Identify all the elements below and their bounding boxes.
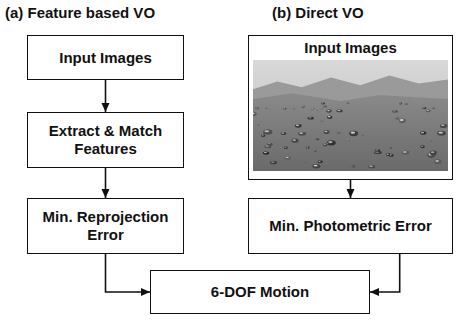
process-box: Min. Photometric Error (248, 198, 453, 254)
image-box: Input Images (248, 35, 453, 180)
process-box: Min. Reprojection Error (27, 198, 184, 254)
box-label: Min. Photometric Error (269, 217, 432, 235)
flow-arrow (105, 168, 107, 198)
box-label: Extract & Match Features (34, 122, 177, 158)
box-label: Input Images (59, 49, 152, 67)
flow-arrow (350, 180, 352, 198)
process-box: Extract & Match Features (27, 112, 184, 168)
box-label: Min. Reprojection Error (34, 208, 177, 244)
flow-arrow (105, 80, 107, 112)
process-box: Input Images (27, 35, 184, 80)
flow-arrow (106, 254, 151, 292)
box-label: 6-DOF Motion (211, 283, 309, 301)
box-label: Input Images (304, 39, 397, 57)
column-heading: (b) Direct VO (272, 4, 364, 22)
flow-arrow (370, 254, 400, 292)
terrain-photo (253, 60, 448, 171)
column-heading: (a) Feature based VO (5, 4, 155, 22)
process-box: 6-DOF Motion (150, 270, 370, 314)
